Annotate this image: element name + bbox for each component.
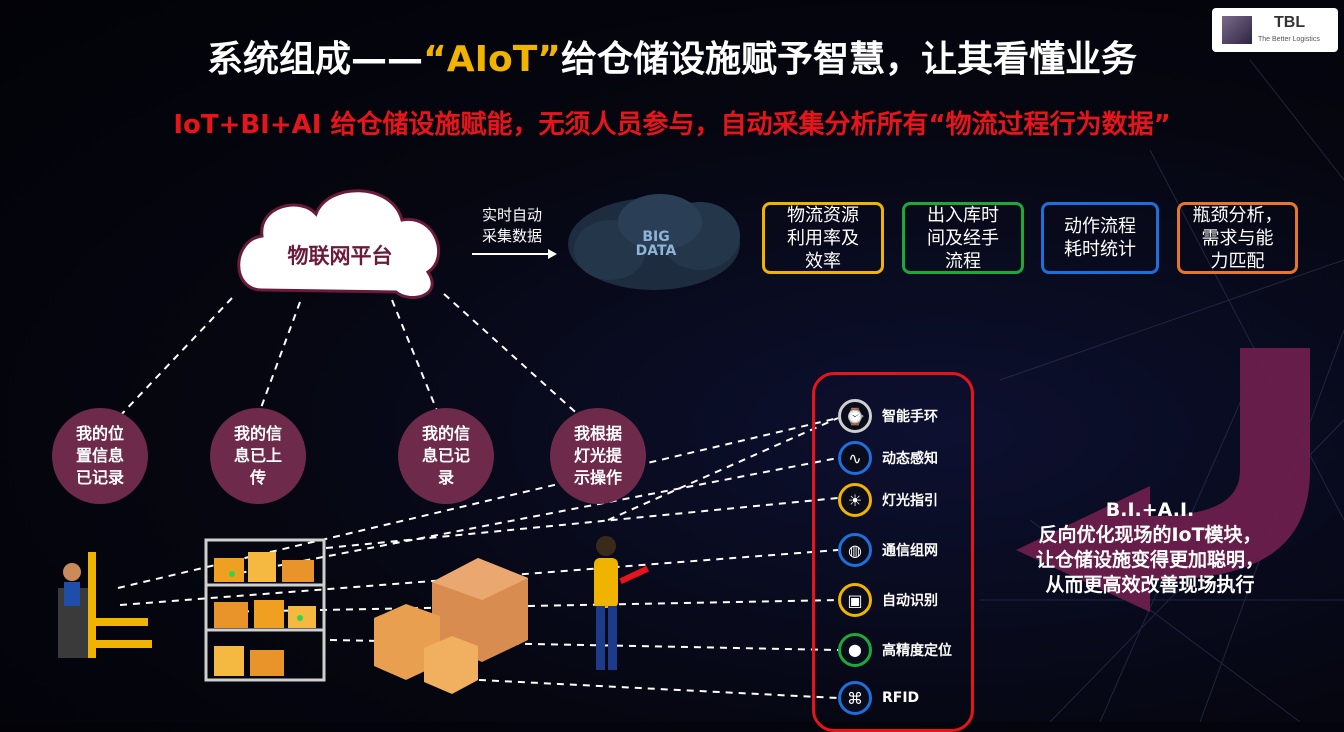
metric-resource-efficiency: 物流资源利用率及效率	[762, 202, 884, 274]
tbl-logo: TBL The Better Logistics	[1212, 8, 1338, 52]
module-auto-recognition: ▣ 自动识别	[838, 580, 938, 620]
module-light-guidance: ☀ 灯光指引	[838, 480, 938, 520]
module-dynamic-sensing: ∿ 动态感知	[838, 438, 938, 478]
lamp-icon: ☀	[838, 483, 872, 517]
logo-mark-icon	[1222, 16, 1252, 44]
bubble-worker: 我根据灯光提示操作	[550, 408, 646, 504]
location-pin-icon: ⬤	[838, 633, 872, 667]
feedback-arrow	[1016, 348, 1310, 612]
wristband-icon: ⌚	[838, 399, 872, 433]
rfid-tag-icon: ⌘	[838, 681, 872, 715]
realtime-collect-label: 实时自动采集数据	[481, 206, 542, 245]
bi-ai-feedback-text: B.I.+A.I.反向优化现场的IoT模块，让仓储设施变得更加聪明，从而更高效改…	[1035, 499, 1264, 596]
module-smart-band: ⌚ 智能手环	[838, 396, 938, 436]
bubble-shelf: 我的信息已上传	[210, 408, 306, 504]
title-accent: “AIoT”	[423, 39, 561, 80]
bubble-forklift: 我的位置信息已记录	[52, 408, 148, 504]
pulse-icon: ∿	[838, 441, 872, 475]
page-subtitle: IoT+BI+AI 给仓储设施赋能，无须人员参与，自动采集分析所有“物流过程行为…	[173, 110, 1171, 140]
metric-bottleneck-analysis: 瓶颈分析，需求与能力匹配	[1177, 202, 1298, 274]
scan-icon: ▣	[838, 583, 872, 617]
shelf-illustration	[204, 538, 326, 682]
metric-inout-time: 出入库时间及经手流程	[902, 202, 1024, 274]
boxes-illustration	[374, 558, 528, 694]
worker-illustration	[594, 536, 649, 670]
globe-icon: ◍	[838, 533, 872, 567]
iot-platform-label: 物联网平台	[287, 244, 393, 268]
module-rfid: ⌘ RFID	[838, 678, 919, 718]
big-data-label: BIG DATA	[635, 229, 677, 259]
forklift-illustration	[58, 552, 152, 658]
big-data-cloud	[568, 194, 740, 290]
cloud-shape	[237, 189, 440, 300]
bubble-boxes: 我的信息已记录	[398, 408, 494, 504]
module-networking: ◍ 通信组网	[838, 530, 938, 570]
module-precise-location: ⬤ 高精度定位	[838, 630, 952, 670]
page-title: 系统组成——“AIoT”给仓储设施赋予智慧，让其看懂业务	[207, 39, 1137, 80]
metric-action-timing: 动作流程耗时统计	[1041, 202, 1159, 274]
